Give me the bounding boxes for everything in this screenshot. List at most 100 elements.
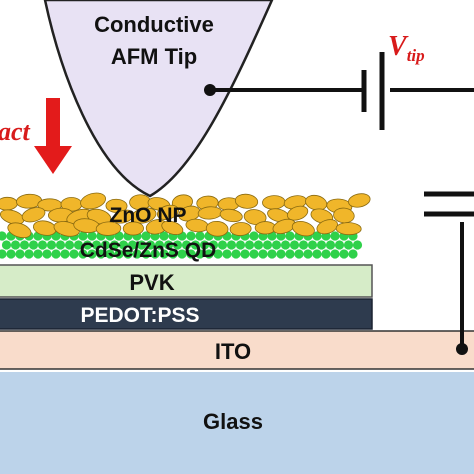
zno-nanoparticle	[131, 207, 157, 224]
quantum-dot	[258, 249, 268, 259]
zno-nanoparticle	[80, 192, 107, 210]
zno-nanoparticle	[254, 221, 277, 235]
quantum-dot	[64, 240, 75, 250]
zno-nanoparticle-layer	[0, 192, 371, 239]
pvk-layer	[0, 264, 373, 298]
quantum-dot	[60, 249, 70, 259]
tip-contact-dot	[204, 84, 216, 96]
quantum-dot	[316, 240, 327, 250]
glass-layer	[0, 372, 474, 474]
zno-nanoparticle	[205, 221, 229, 237]
quantum-dot	[298, 240, 309, 250]
quantum-dot	[87, 249, 97, 259]
zno-nanoparticle	[53, 221, 80, 237]
tip-label-line1: Conductive	[94, 12, 214, 37]
zno-nanoparticle	[348, 193, 371, 208]
zno-nanoparticle	[95, 221, 122, 236]
quantum-dot	[208, 240, 219, 250]
quantum-dot	[114, 249, 124, 259]
quantum-dot	[55, 240, 66, 250]
quantum-dot	[0, 249, 7, 259]
quantum-dot	[195, 249, 205, 259]
quantum-dot	[343, 240, 354, 250]
tip-label-line2: AFM Tip	[111, 44, 197, 69]
quantum-dot	[19, 240, 30, 250]
quantum-dot	[325, 240, 336, 250]
quantum-dot	[91, 240, 102, 250]
glass-label: Glass	[203, 409, 263, 434]
quantum-dot	[289, 240, 300, 250]
ito-label: ITO	[215, 339, 251, 364]
quantum-dot	[141, 249, 151, 259]
zno-nanoparticle	[316, 219, 338, 235]
quantum-dot	[262, 240, 273, 250]
quantum-dot	[181, 240, 192, 250]
quantum-dot	[154, 240, 165, 250]
quantum-dot	[69, 249, 79, 259]
zno-nanoparticle	[185, 218, 209, 233]
quantum-dot	[145, 240, 156, 250]
quantum-dot	[37, 240, 48, 250]
afm-tip	[43, 0, 274, 198]
quantum-dot	[136, 240, 147, 250]
quantum-dot	[150, 249, 160, 259]
zno-nanoparticle	[122, 221, 144, 236]
quantum-dot	[348, 249, 358, 259]
quantum-dot	[96, 249, 106, 259]
force-arrow	[34, 98, 72, 174]
zno-nanoparticle	[156, 204, 179, 220]
zno-nanoparticle	[219, 208, 243, 223]
quantum-dot	[249, 249, 259, 259]
zno-nanoparticle	[105, 198, 128, 213]
quantum-dot	[244, 240, 255, 250]
zno-nanoparticle	[335, 222, 362, 236]
capacitor-symbol	[424, 191, 474, 217]
quantum-dot	[307, 240, 318, 250]
quantum-dot	[280, 240, 291, 250]
quantum-dot	[330, 249, 340, 259]
quantum-dot	[240, 249, 250, 259]
quantum-dot	[177, 249, 187, 259]
quantum-dot	[168, 249, 178, 259]
zno-nanoparticle	[234, 193, 259, 209]
quantum-dot	[276, 249, 286, 259]
quantum-dot	[186, 249, 196, 259]
quantum-dot	[105, 249, 115, 259]
quantum-dot	[159, 231, 169, 241]
quantum-dot	[285, 249, 295, 259]
quantum-dot	[42, 249, 52, 259]
quantum-dot	[24, 249, 34, 259]
quantum-dot	[172, 240, 183, 250]
force-label: act	[0, 117, 31, 146]
quantum-dot	[10, 240, 21, 250]
quantum-dot	[28, 240, 39, 250]
quantum-dot	[51, 249, 61, 259]
quantum-dot	[204, 249, 214, 259]
quantum-dot	[312, 231, 322, 241]
quantum-dot	[213, 249, 223, 259]
quantum-dot	[267, 249, 277, 259]
quantum-dot	[294, 249, 304, 259]
quantum-dot	[87, 231, 97, 241]
qd-label: CdSe/ZnS QD	[80, 239, 217, 262]
quantum-dot	[339, 249, 349, 259]
quantum-dot	[132, 249, 142, 259]
quantum-dot	[100, 240, 111, 250]
quantum-dot	[127, 240, 138, 250]
pvk-label: PVK	[129, 270, 174, 295]
quantum-dot	[46, 240, 57, 250]
quantum-dot	[249, 231, 259, 241]
zno-nanoparticle	[7, 222, 32, 239]
zno-nanoparticle	[161, 220, 184, 235]
quantum-dot	[82, 240, 93, 250]
quantum-dot	[226, 240, 237, 250]
quantum-dot	[235, 240, 246, 250]
quantum-dot	[123, 249, 133, 259]
ito-contact-dot	[456, 343, 468, 355]
quantum-dot	[0, 231, 7, 241]
zno-nanoparticle	[286, 205, 309, 221]
quantum-dot	[321, 249, 331, 259]
quantum-dot	[190, 240, 201, 250]
quantum-dot	[118, 240, 129, 250]
pedot-label: PEDOT:PSS	[80, 304, 199, 327]
